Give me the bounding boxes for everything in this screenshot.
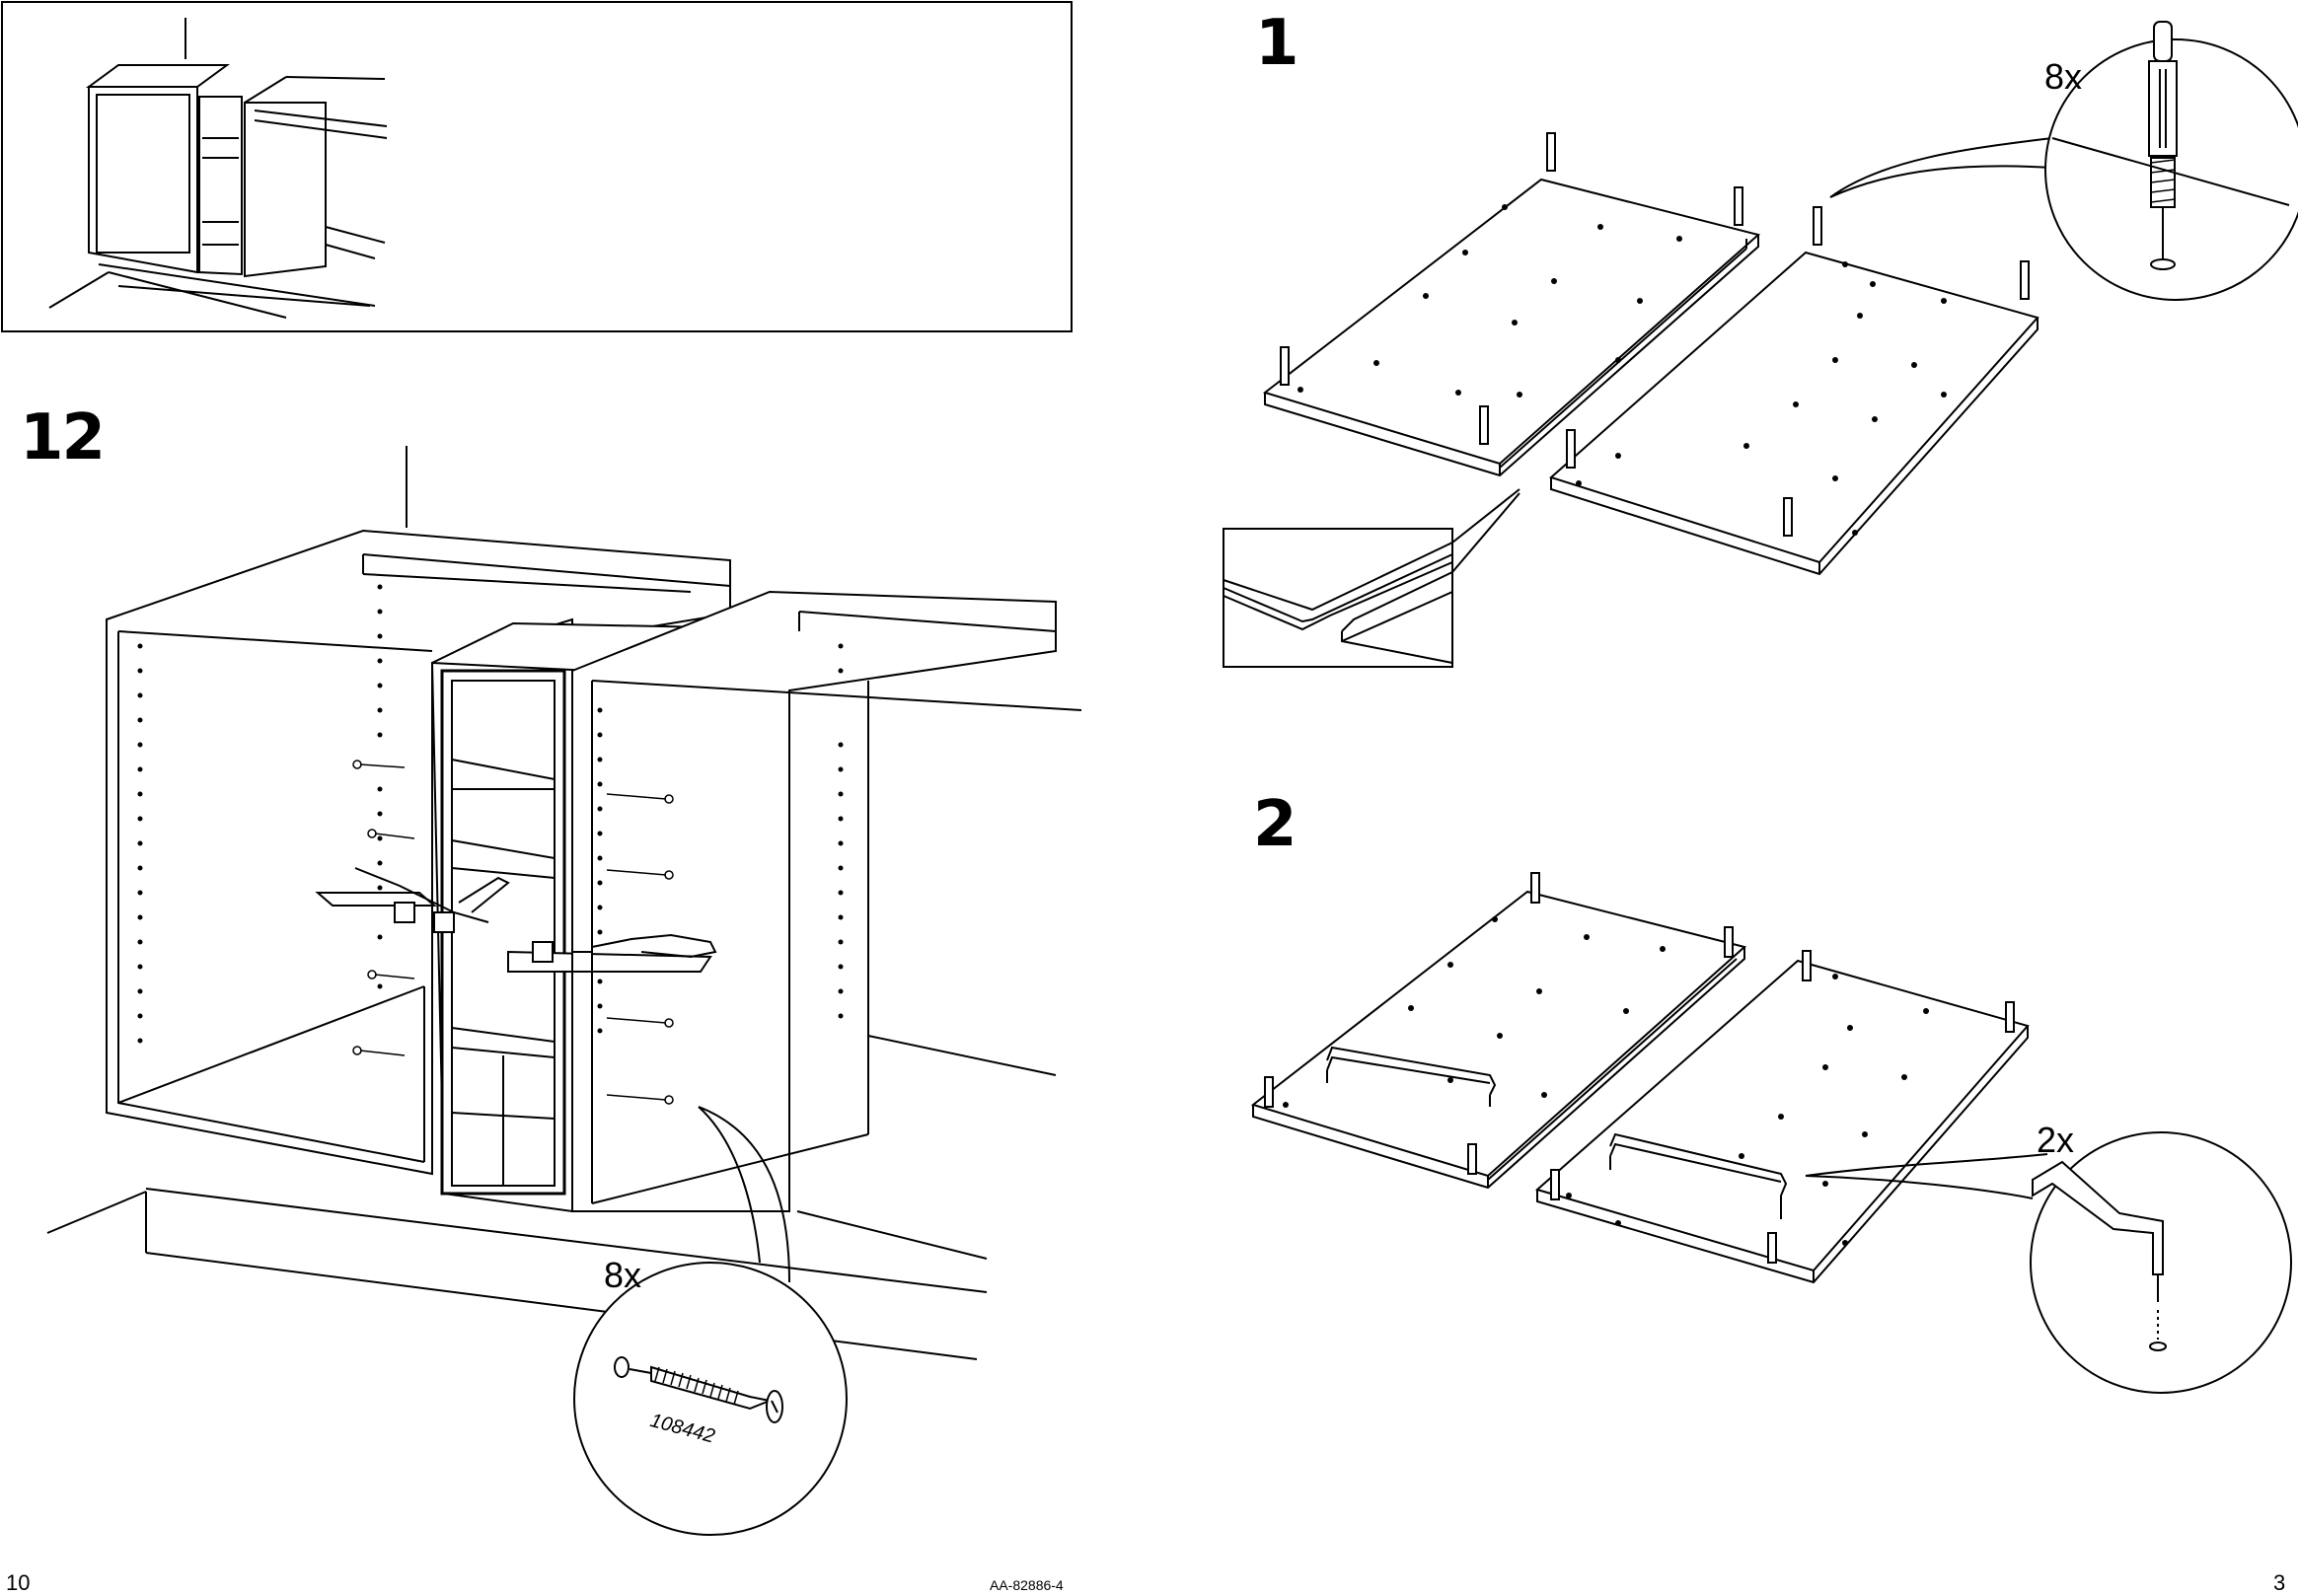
step-1-number: 1: [1255, 12, 1297, 75]
panels-dowels-illustration: [1223, 39, 2298, 667]
cabinet-assembly-illustration: [47, 446, 1081, 1535]
step-1-quantity: 8x: [2044, 59, 2082, 95]
step-12-quantity: 8x: [604, 1258, 641, 1293]
document-code: AA-82886-4: [990, 1578, 1064, 1592]
right-page-number: 3: [2273, 1572, 2285, 1594]
panels-rods-illustration: [1253, 873, 2291, 1393]
step-2-number: 2: [1253, 793, 1296, 856]
cabinet-overview-illustration: [49, 18, 387, 318]
step-2-quantity: 2x: [2037, 1123, 2074, 1158]
step-12-number: 12: [20, 406, 104, 470]
left-page-number: 10: [6, 1572, 30, 1594]
